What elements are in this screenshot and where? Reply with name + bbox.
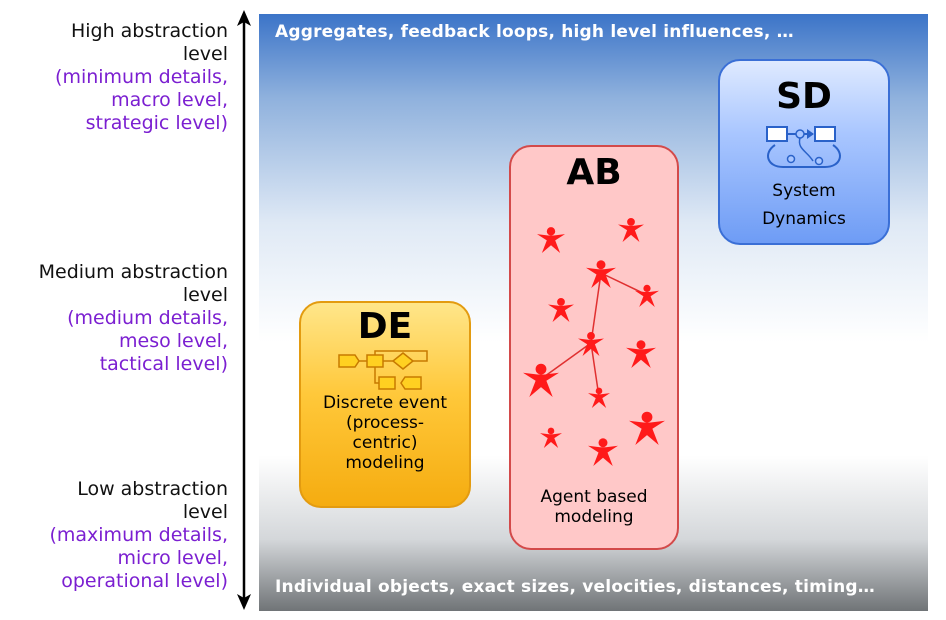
method-box-sd: SD System Dynamics	[718, 59, 890, 245]
agent-icon	[523, 363, 559, 397]
level-title: level	[182, 501, 228, 523]
method-box-de: DE Discrete event (process- centric) mod…	[299, 301, 471, 508]
panel-top-text: Aggregates, feedback loops, high level i…	[275, 22, 794, 42]
stock-flow-icon	[766, 126, 841, 168]
method-desc: Agent based	[540, 487, 648, 507]
level-title: Medium abstraction	[38, 261, 228, 283]
level-details: strategic level)	[85, 112, 228, 134]
agent-icon	[548, 297, 574, 322]
method-abbr: DE	[357, 306, 413, 347]
method-box-ab: AB Agent based modeling	[509, 145, 679, 550]
agent-icon	[586, 260, 616, 288]
level-title: level	[182, 284, 228, 306]
agent-icon	[629, 411, 665, 445]
level-label-low: Low abstraction level (maximum details, …	[49, 478, 228, 593]
process-flowchart-icon	[338, 350, 428, 390]
method-abbr: SD	[776, 76, 832, 117]
method-desc: modeling	[554, 507, 634, 527]
level-label-medium: Medium abstraction level (medium details…	[39, 261, 228, 376]
agent-figure-icon	[523, 217, 665, 466]
level-details: micro level,	[117, 547, 228, 569]
level-label-high: High abstraction level (minimum details,…	[55, 20, 228, 135]
level-title: Low abstraction	[77, 478, 228, 500]
agent-icon	[537, 227, 565, 253]
agent-icon	[588, 387, 610, 408]
agent-icon	[626, 340, 656, 368]
agent-icon	[635, 284, 659, 307]
method-abbr: AB	[566, 152, 622, 193]
method-desc: System	[772, 181, 836, 201]
level-details: meso level,	[119, 330, 228, 352]
method-desc: Discrete event	[322, 393, 448, 413]
method-desc: (process-	[345, 413, 425, 433]
agent-icon	[618, 217, 644, 242]
panel-bottom-text: Individual objects, exact sizes, velocit…	[275, 577, 875, 597]
method-desc-block: Agent based modeling	[511, 487, 677, 527]
agent-icon	[588, 438, 618, 466]
level-details: macro level,	[111, 89, 228, 111]
agent-icon	[578, 331, 604, 356]
level-title: level	[182, 43, 228, 65]
level-details: operational level)	[61, 570, 228, 592]
level-details: (minimum details,	[55, 66, 228, 88]
method-desc: Dynamics	[762, 209, 846, 229]
level-details: tactical level)	[99, 353, 228, 375]
level-details: (medium details,	[67, 307, 228, 329]
abstraction-axis-icon	[237, 10, 251, 610]
level-details: (maximum details,	[49, 524, 228, 546]
method-desc: modeling	[345, 453, 425, 473]
level-title: High abstraction	[70, 20, 228, 42]
agent-icon	[540, 427, 562, 448]
method-desc: centric)	[352, 433, 418, 453]
